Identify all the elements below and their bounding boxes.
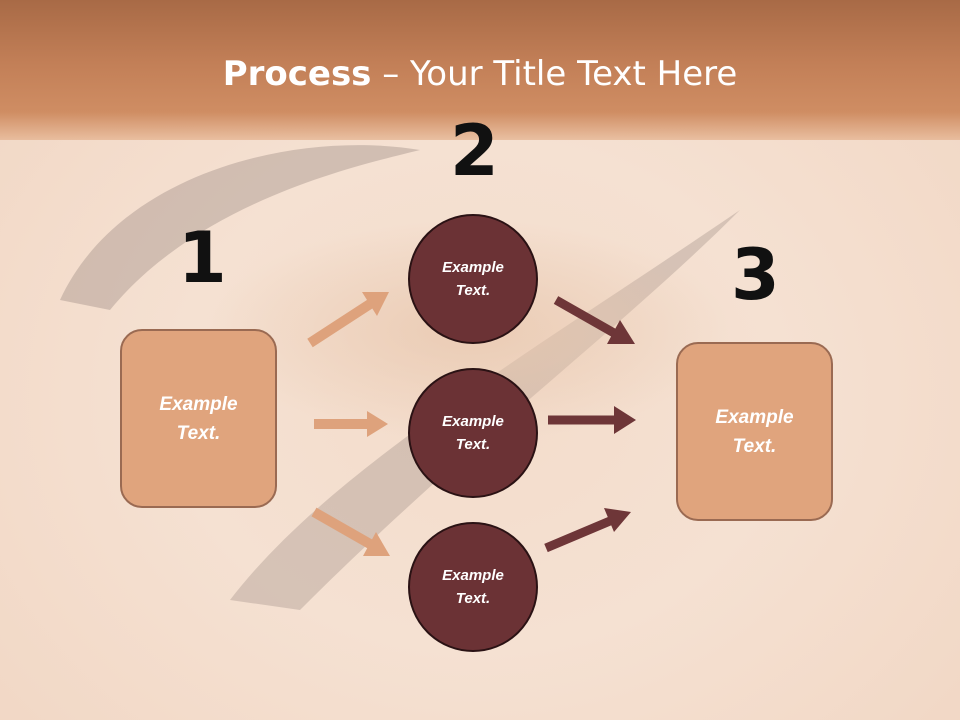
circle-bottom-text: Example Text.: [442, 567, 504, 607]
step-number-1: 1: [178, 217, 227, 299]
circle-middle: Example Text.: [408, 368, 538, 498]
circle-top-text: Example Text.: [442, 259, 504, 299]
slide-title: Process – Your Title Text Here: [0, 52, 960, 96]
title-bold: Process: [222, 54, 372, 94]
arrow-left-to-bottom: [311, 507, 390, 556]
left-box-text: Example Text.: [159, 393, 238, 444]
title-banner: [0, 0, 960, 140]
right-box-text: Example Text.: [715, 406, 794, 457]
arrow-bottom-to-right: [544, 508, 631, 553]
arrow-middle-to-right: [548, 406, 636, 434]
circle-bottom: Example Text.: [408, 522, 538, 652]
step-number-3: 3: [731, 234, 780, 316]
right-box: Example Text.: [676, 342, 833, 521]
circle-top: Example Text.: [408, 214, 538, 344]
arrow-left-to-middle: [314, 411, 388, 437]
title-rest: – Your Title Text Here: [371, 54, 738, 94]
left-box: Example Text.: [120, 329, 277, 508]
arrow-top-to-right: [553, 296, 635, 344]
step-number-2: 2: [450, 110, 499, 192]
arrow-left-to-top: [307, 292, 389, 348]
circle-middle-text: Example Text.: [442, 413, 504, 453]
